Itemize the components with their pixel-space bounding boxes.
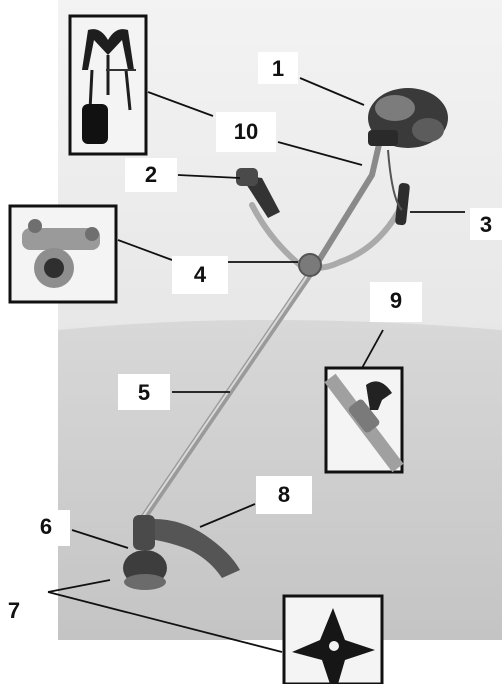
callout-label-4: 4 [172, 256, 228, 294]
harness-inset [70, 16, 146, 154]
clamp-bolt-left [28, 219, 42, 233]
callout-label-10: 10 [216, 112, 276, 152]
left-grip-head [236, 168, 258, 186]
coupling-inset [326, 368, 402, 472]
clamp-bolt-right [85, 227, 99, 241]
callout-label-3: 3 [470, 208, 502, 240]
callout-label-1: 1 [258, 52, 298, 84]
trimmer-head-base [124, 574, 166, 590]
callout-label-7: 7 [0, 596, 28, 626]
callout-label-8: 8 [256, 476, 312, 514]
blade-center-hole [329, 641, 339, 651]
center-clamp [299, 254, 321, 276]
clamp-inset [10, 206, 116, 302]
harness-pad [82, 104, 108, 144]
callout-label-5: 5 [118, 374, 170, 410]
blade-inset [284, 596, 382, 684]
gear-head [133, 515, 155, 550]
callout-label-9: 9 [370, 282, 422, 322]
callout-label-2: 2 [125, 158, 177, 192]
callout-label-6: 6 [22, 510, 70, 546]
clamp-bore [44, 258, 64, 278]
engine [368, 88, 448, 148]
